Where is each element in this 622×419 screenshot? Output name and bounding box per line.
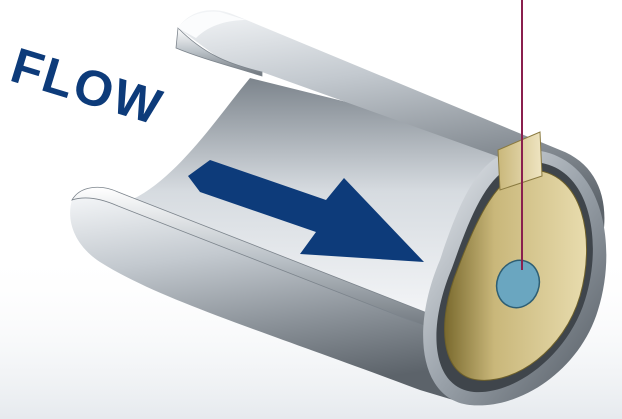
flow-label: FLOW <box>5 37 170 136</box>
